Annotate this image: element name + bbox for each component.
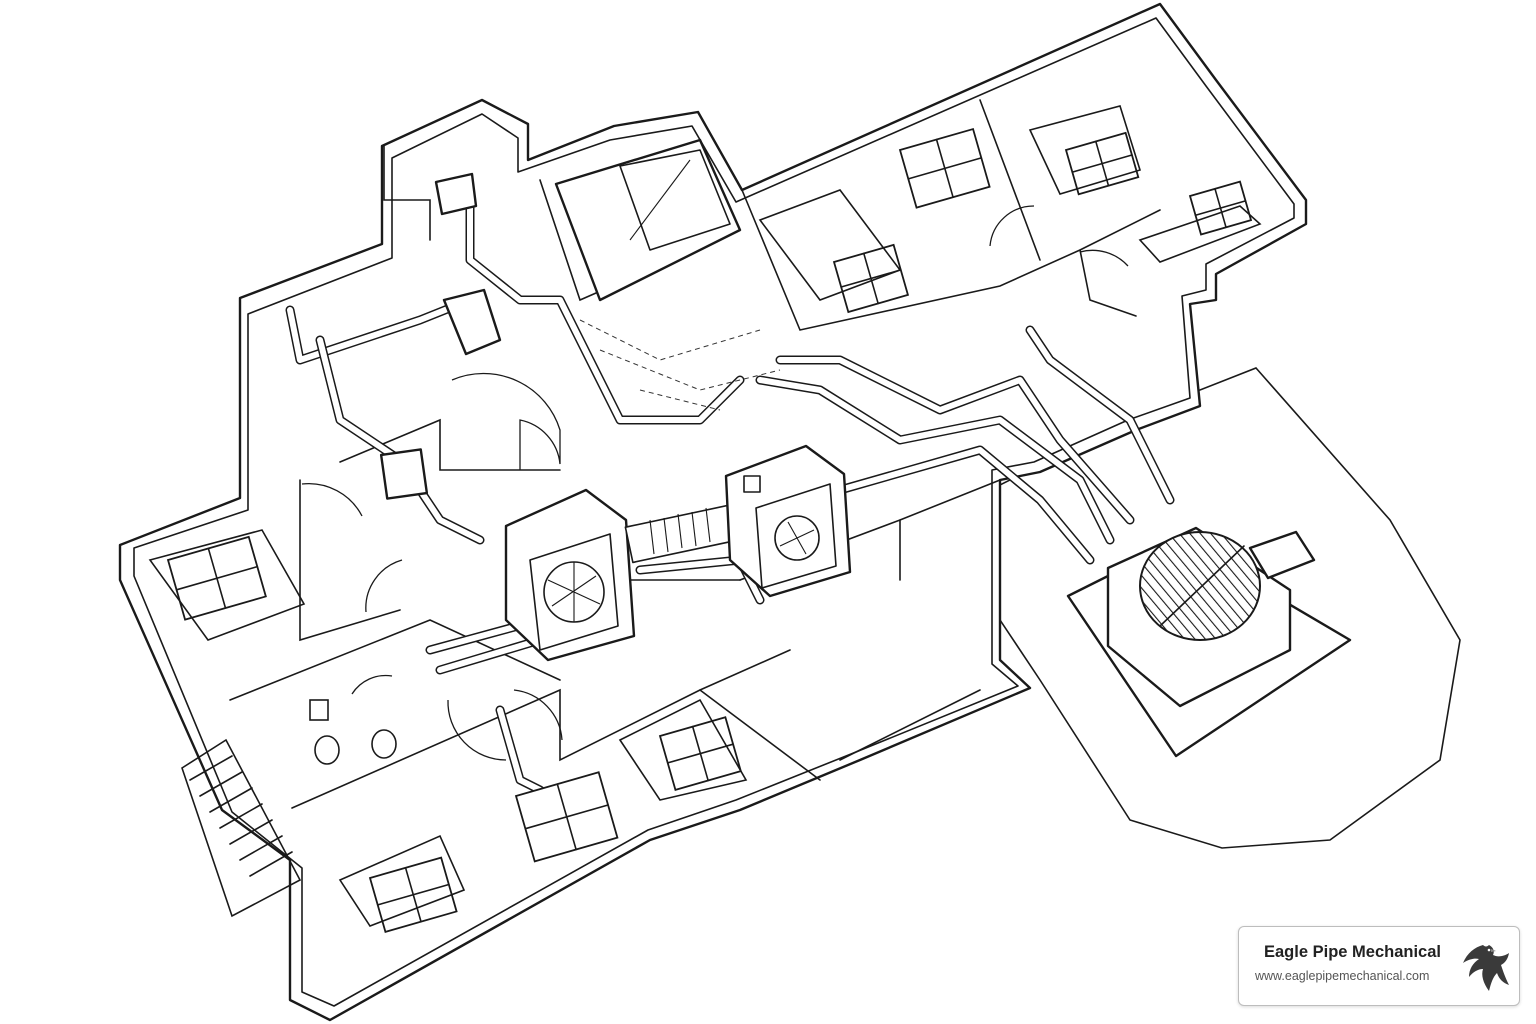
exhaust-fan-box [442,288,502,356]
outdoor-condenser-unit [1066,526,1352,758]
air-handler-unit-center [724,444,852,598]
entry-stairs [181,738,302,918]
brand-url: www.eaglepipemechanical.com [1255,969,1430,983]
furniture [148,105,1262,927]
junction-box [379,448,429,500]
skylight-box [554,138,742,302]
ductwork [285,185,1175,795]
brand-name: Eagle Pipe Mechanical [1264,943,1441,961]
control-wiring [579,319,781,411]
air-handler-unit-left [504,488,636,662]
brand-logo-card: Eagle Pipe Mechanical www.eaglepipemecha… [1238,926,1520,1006]
eagle-icon [1463,945,1509,991]
door-swings [301,205,1129,761]
interior-walls [229,99,1161,809]
ceiling-fan-box [434,172,478,216]
